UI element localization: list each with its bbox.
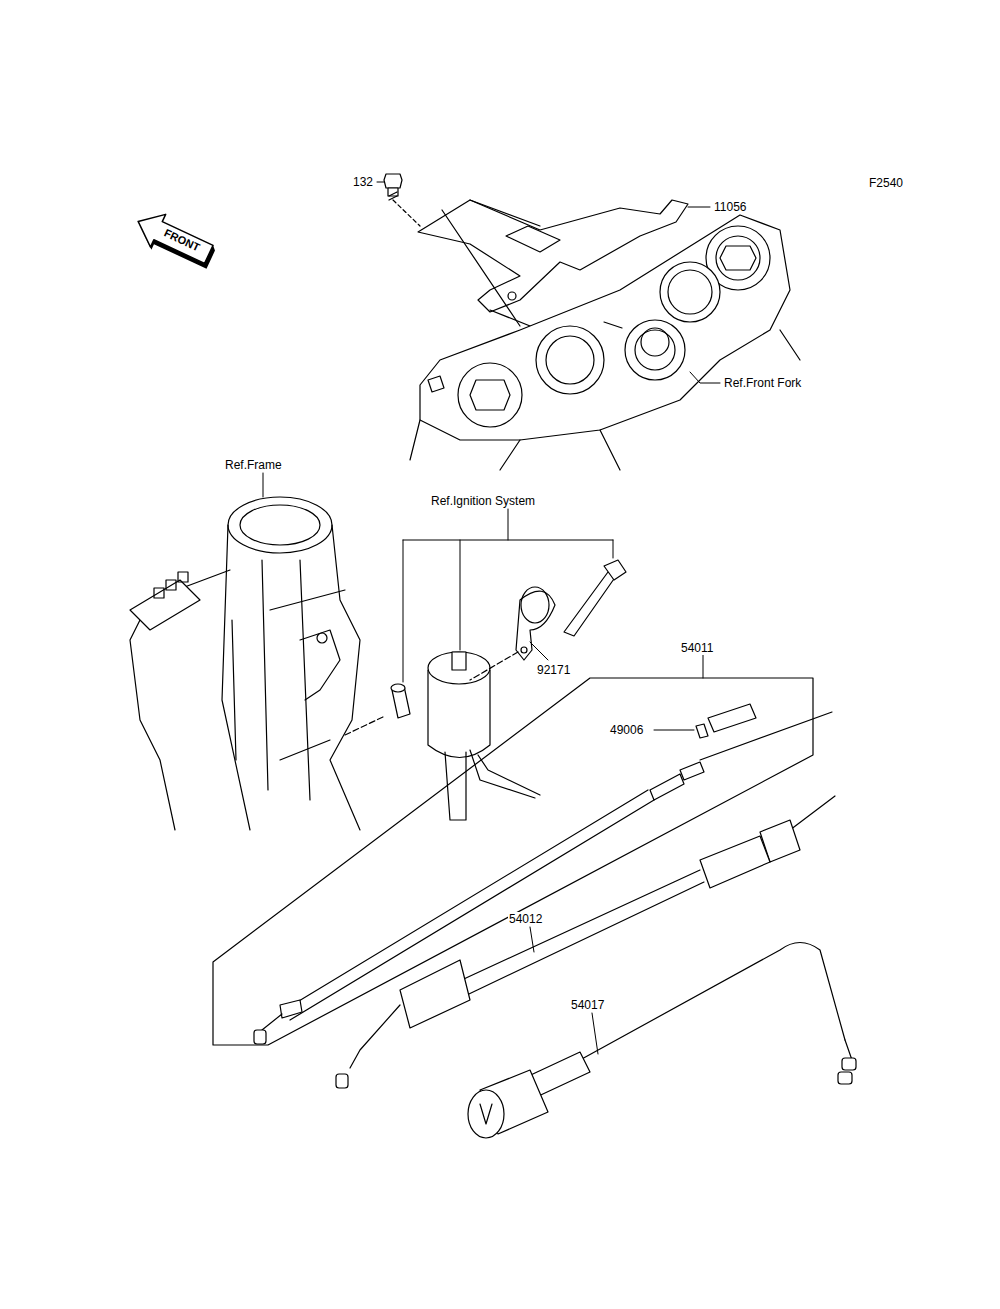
callout-number: 54017 xyxy=(570,998,605,1012)
callout-number: 54012 xyxy=(508,912,543,926)
callout-number: 92171 xyxy=(536,663,571,677)
callout-number: 54011 xyxy=(680,641,714,655)
throttle-cable xyxy=(336,796,835,1088)
group-bracket xyxy=(213,678,813,1045)
leader-lines xyxy=(263,182,720,1054)
choke-cable xyxy=(468,943,856,1139)
reference-note: Ref.Front Fork xyxy=(723,376,802,390)
bolt xyxy=(384,174,420,226)
ignition-coil xyxy=(391,652,540,820)
frame-head xyxy=(130,497,385,830)
callout-number: 132 xyxy=(352,175,374,189)
reference-note: Ref.Frame xyxy=(224,458,283,472)
callout-number: 11056 xyxy=(713,200,747,214)
drawing-code: F2540 xyxy=(868,176,904,190)
clamp-and-bolt xyxy=(470,560,626,680)
fork-top-clamp xyxy=(410,215,800,470)
front-arrow xyxy=(130,205,220,274)
reference-note: Ref.Ignition System xyxy=(430,494,536,508)
cable-boot xyxy=(696,704,756,738)
callout-number: 49006 xyxy=(609,723,644,737)
clutch-cable xyxy=(254,712,832,1044)
